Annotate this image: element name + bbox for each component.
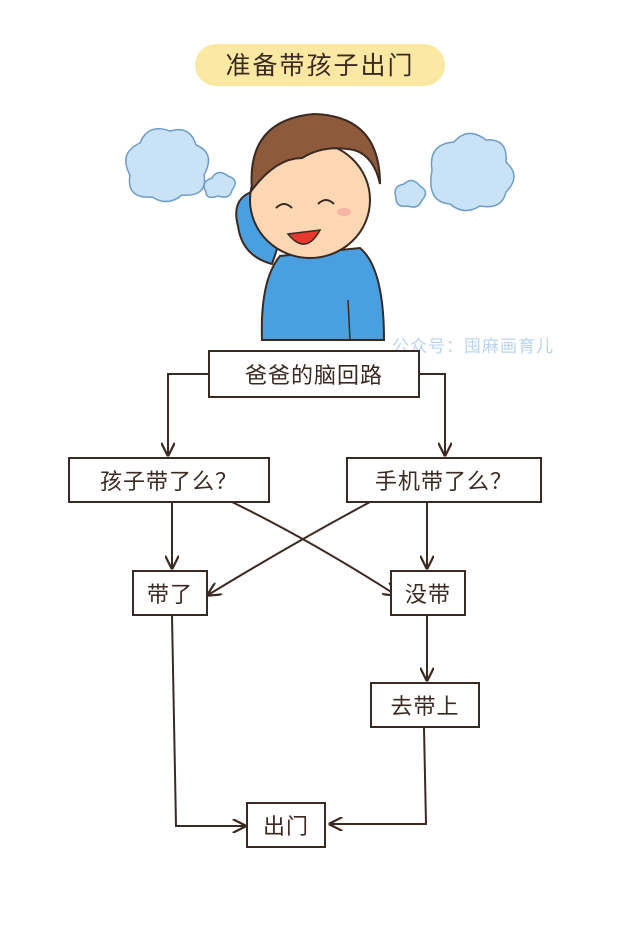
page-title: 准备带孩子出门 (225, 51, 415, 80)
cloud-right-icon (394, 132, 515, 212)
watermark: 公众号：囤麻画育儿 (392, 337, 554, 357)
node-question-child: 孩子带了么？ (68, 457, 270, 503)
father-head (249, 112, 381, 259)
node-go-get: 去带上 (370, 682, 480, 728)
arrow-brought-to-goout (171, 615, 245, 826)
node-go-out: 出门 (246, 802, 326, 848)
node-question-phone: 手机带了么？ (346, 457, 542, 503)
title-banner: 准备带孩子出门 (195, 40, 445, 88)
arrow-phone-to-brought (208, 501, 371, 595)
node-not-brought: 没带 (390, 570, 466, 616)
title-highlight (195, 44, 445, 86)
node-brought: 带了 (132, 570, 208, 616)
cloud-left-icon (125, 128, 236, 203)
node-root: 爸爸的脑回路 (208, 350, 420, 398)
arrow-goget-to-goout (330, 727, 428, 824)
arrow-root-to-child (168, 373, 210, 455)
arrow-root-to-phone (420, 373, 445, 455)
arrow-child-to-notbrought (231, 501, 396, 595)
